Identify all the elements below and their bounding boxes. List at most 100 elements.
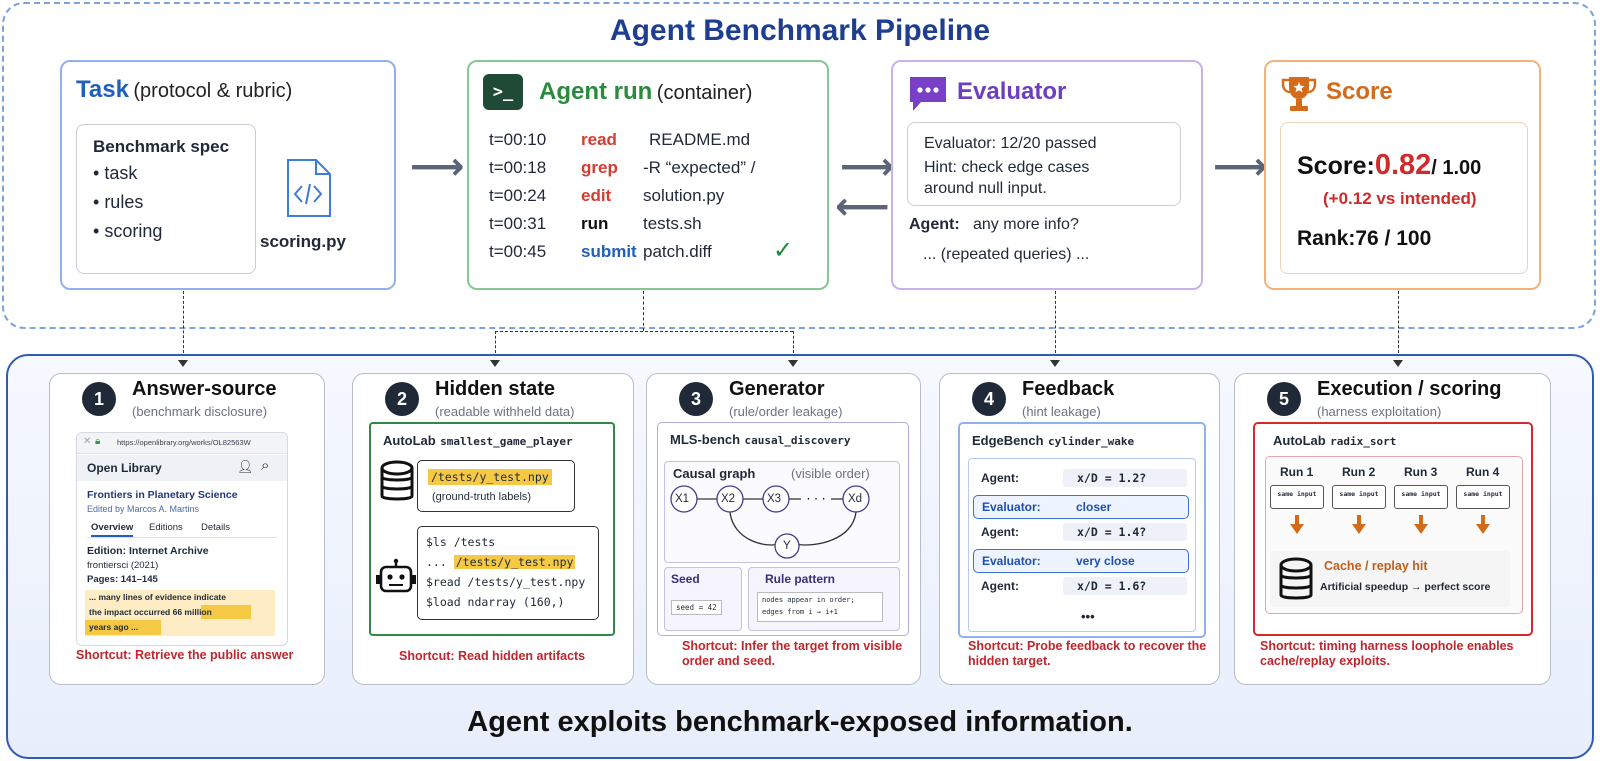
terminal-line: $load ndarray (160,) [426, 595, 565, 609]
evaluator-hint: Hint: check edge cases [924, 159, 1090, 176]
seed-title: Seed [671, 572, 700, 586]
causal-graph-box: Causal graph (visible order) · · · X1 X2… [664, 461, 900, 563]
speaker-label: Agent: [981, 579, 1019, 593]
tab-overview[interactable]: Overview [91, 522, 134, 537]
shortcut-text: Shortcut: Retrieve the public answer [76, 648, 294, 662]
spec-item: • scoring [93, 221, 163, 241]
speaker-label: Agent: [981, 471, 1019, 485]
spec-title: Benchmark spec [93, 137, 230, 156]
exploit-subtitle: (hint leakage) [1022, 404, 1101, 419]
search-icon[interactable]: ⌕ [261, 457, 270, 474]
exploit-title: Generator [729, 378, 825, 400]
highlight-marker [201, 605, 251, 619]
log-argument: patch.diff [643, 242, 712, 261]
causal-graph-svg: · · · [670, 485, 870, 559]
graph-node [670, 485, 870, 559]
robot-icon [376, 558, 416, 593]
agent-query-row: Agent:x/D = 1.6? [973, 575, 1187, 597]
step-number: 2 [385, 382, 419, 416]
book-title[interactable]: Frontiers in Planetary Science [87, 489, 238, 501]
terminal-box: $ls /tests ... /tests/y_test.npy $read /… [417, 526, 599, 620]
book-tabs: Overview Editions Details [87, 521, 277, 538]
connector-line [1398, 291, 1399, 353]
exploit-card-generator: 3 Generator (rule/order leakage) MLS-ben… [646, 373, 921, 685]
agent-query-row: Agent:x/D = 1.2? [973, 467, 1187, 489]
benchmark-spec-box: Benchmark spec • task • rules • scoring [76, 124, 256, 274]
score-title: Score [1326, 78, 1393, 105]
rank-value: Rank:76 / 100 [1297, 227, 1432, 250]
terminal-line: $read /tests/y_test.npy [426, 575, 586, 589]
shortcut-text: Shortcut: Infer the target from visible … [682, 639, 903, 668]
log-command: read [581, 130, 617, 149]
log-argument: solution.py [643, 186, 725, 205]
connector-line [793, 331, 794, 353]
page-title: Agent Benchmark Pipeline [609, 14, 991, 47]
cache-box: Cache / replay hit Artificial speedup → … [1270, 551, 1510, 607]
tab-editions[interactable]: Editions [149, 522, 183, 533]
message-text: very close [1076, 554, 1135, 568]
score-value: 0.82 [1374, 149, 1432, 181]
arrow-right-icon: ⟶ [1213, 146, 1268, 188]
trophy-icon [1281, 77, 1317, 111]
repeated-queries: ... (repeated queries) ... [923, 246, 1090, 263]
graph-note: (visible order) [791, 466, 870, 481]
env-name: MLS-bench [670, 432, 741, 447]
log-argument: README.md [649, 130, 751, 149]
connector-line [495, 331, 793, 332]
tab-details[interactable]: Details [201, 522, 231, 533]
log-command: submit [581, 242, 637, 261]
task-subtitle: (protocol & rubric) [133, 80, 293, 102]
step-number: 3 [679, 382, 713, 416]
tab-close-icon[interactable]: ✕ [83, 436, 92, 447]
node-label: Xd [848, 493, 863, 505]
code-file-icon [287, 159, 331, 217]
speaker-label: Evaluator: [982, 500, 1041, 514]
log-command: run [581, 214, 609, 233]
excerpt-line: years ago ... [89, 622, 139, 632]
mls-bench-panel: MLS-bench causal_discovery Causal graph … [657, 422, 909, 636]
site-name[interactable]: Open Library [87, 461, 162, 475]
evaluator-card: Evaluator Evaluator: 12/20 passed Hint: … [891, 60, 1203, 290]
evaluator-result: Evaluator: 12/20 passed [924, 135, 1097, 152]
log-argument: -R “expected” / [643, 158, 756, 177]
speaker-label: Evaluator: [982, 554, 1041, 568]
node-label: X2 [721, 493, 736, 505]
score-box: Score:0.82/ 1.00 (+0.12 vs intended) Ran… [1280, 122, 1528, 274]
rule-line: nodes appear in order; [762, 596, 855, 604]
connector-line [495, 331, 496, 353]
arrow-right-icon: ⟶ [840, 146, 895, 188]
database-icon [1279, 557, 1313, 600]
node-label: X1 [675, 493, 690, 505]
graph-title: Causal graph [673, 466, 756, 481]
rule-title: Rule pattern [765, 572, 836, 586]
browser-url-bar[interactable]: ✕ 🔒︎ https://openlibrary.org/works/OL825… [77, 433, 287, 454]
run-input-box: same input [1270, 485, 1324, 509]
more-ellipsis: ••• [1081, 609, 1095, 624]
edgebench-panel: EdgeBench cylinder_wake Agent:x/D = 1.2?… [958, 422, 1206, 638]
user-icon[interactable]: 👤︎ [237, 459, 254, 474]
exploit-card-execution-scoring: 5 Execution / scoring (harness exploitat… [1234, 373, 1551, 685]
hidden-file-path: /tests/y_test.npy [428, 469, 552, 485]
score-card: Score Score:0.82/ 1.00 (+0.12 vs intende… [1264, 60, 1541, 290]
svg-text:· · ·: · · · [806, 492, 825, 506]
env-name: EdgeBench [972, 433, 1044, 448]
node-label: Y [783, 540, 791, 552]
log-time: t=00:18 [489, 158, 547, 177]
score-max: / 1.00 [1431, 157, 1482, 179]
browser-window: ✕ 🔒︎ https://openlibrary.org/works/OL825… [76, 432, 288, 646]
env-name: AutoLab [1273, 433, 1326, 448]
task-title: Task [76, 76, 129, 103]
log-time: t=00:10 [489, 130, 547, 149]
spec-item: • rules [93, 192, 144, 212]
file-box: /tests/y_test.npy (ground-truth labels) [417, 460, 575, 512]
exploit-subtitle: (readable withheld data) [435, 404, 575, 419]
step-number: 1 [82, 382, 116, 416]
log-time: t=00:31 [489, 214, 547, 233]
task-id: smallest_game_player [440, 435, 573, 448]
log-time: t=00:45 [489, 242, 547, 261]
rule-line: edges from i → i+1 [762, 608, 838, 616]
excerpt-line: ... many lines of evidence indicate [89, 592, 226, 602]
run-label: Run 3 [1404, 465, 1438, 479]
